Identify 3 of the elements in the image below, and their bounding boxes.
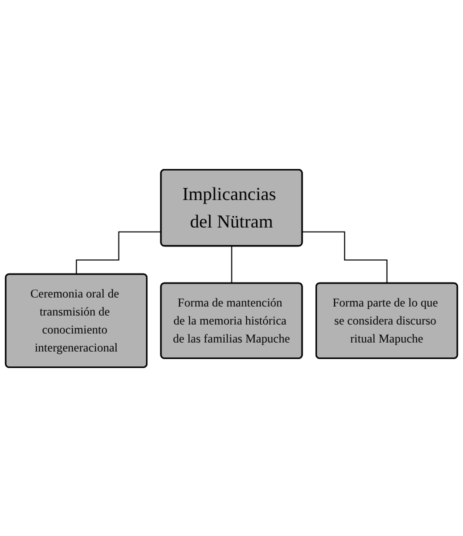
connector — [302, 230, 388, 284]
connector — [76, 230, 162, 275]
connector — [231, 245, 232, 284]
